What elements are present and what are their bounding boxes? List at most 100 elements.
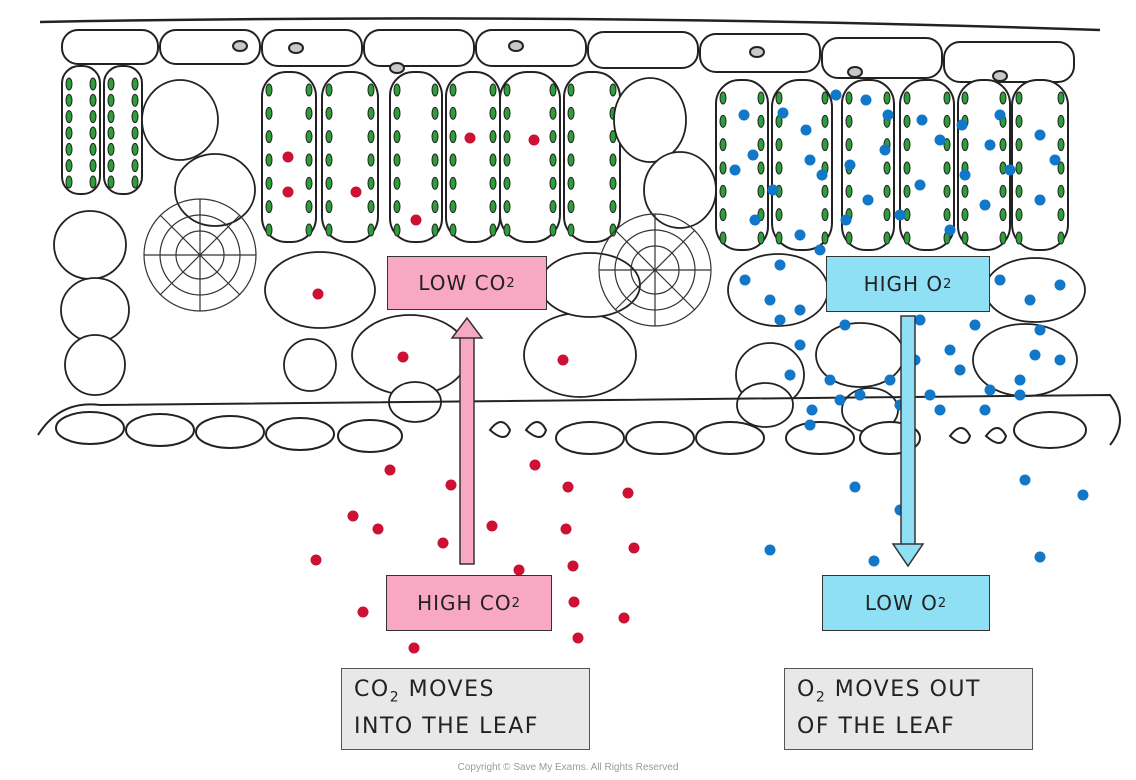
chloroplast	[265, 83, 273, 97]
chloroplast	[609, 176, 617, 190]
chloroplast	[903, 138, 911, 152]
o2-molecule	[764, 294, 776, 306]
chloroplast	[107, 77, 115, 91]
o2-molecule	[806, 404, 818, 416]
chloroplast	[367, 106, 375, 120]
chloroplast	[393, 223, 401, 237]
chloroplast	[567, 176, 575, 190]
chloroplast	[775, 138, 783, 152]
chloroplast	[1057, 184, 1065, 198]
o2-molecule	[834, 394, 846, 406]
co2-molecule	[568, 596, 580, 608]
chloroplast	[549, 223, 557, 237]
o2-molecule	[1034, 129, 1046, 141]
chloroplast	[903, 184, 911, 198]
o2-note-line1: O2 MOVES OUT	[797, 675, 1020, 712]
chloroplast	[961, 208, 969, 222]
o2-molecule	[764, 544, 776, 556]
chloroplast	[775, 208, 783, 222]
chloroplast	[367, 200, 375, 214]
chloroplast	[489, 176, 497, 190]
chloroplast	[131, 142, 139, 156]
chloroplast	[393, 176, 401, 190]
chloroplast	[1015, 91, 1023, 105]
o2-molecule	[954, 364, 966, 376]
chloroplast	[305, 106, 313, 120]
chloroplast	[265, 176, 273, 190]
co2-note-co: CO	[354, 677, 390, 702]
chloroplast	[65, 159, 73, 173]
o2-arrow	[891, 315, 925, 568]
o2-molecule	[924, 389, 936, 401]
o2-molecule	[814, 244, 826, 256]
co2-molecule	[528, 134, 540, 146]
chloroplast	[943, 91, 951, 105]
co2-molecule	[437, 537, 449, 549]
o2-molecule	[1049, 154, 1061, 166]
co2-molecule	[282, 186, 294, 198]
o2-molecule	[800, 124, 812, 136]
o2-molecule	[969, 319, 981, 331]
chloroplast	[567, 153, 575, 167]
palisade-cell	[771, 79, 833, 251]
o2-molecule	[784, 369, 796, 381]
chloroplast	[609, 153, 617, 167]
chloroplast	[775, 231, 783, 245]
o2-molecule	[1034, 551, 1046, 563]
chloroplast	[107, 142, 115, 156]
chloroplast	[845, 91, 853, 105]
o2-molecule	[794, 339, 806, 351]
chloroplast	[961, 231, 969, 245]
chloroplast	[305, 223, 313, 237]
chloroplast	[503, 200, 511, 214]
co2-molecule	[397, 351, 409, 363]
co2-molecule	[557, 354, 569, 366]
chloroplast	[489, 223, 497, 237]
chloroplast	[89, 142, 97, 156]
chloroplast	[999, 184, 1007, 198]
high-co2-text: HIGH CO	[417, 591, 512, 615]
o2-molecule	[884, 374, 896, 386]
chloroplast	[305, 176, 313, 190]
chloroplast	[549, 83, 557, 97]
chloroplast	[325, 130, 333, 144]
o2-molecule	[839, 319, 851, 331]
o2-note-moves-out: MOVES OUT	[826, 677, 981, 702]
chloroplast	[567, 223, 575, 237]
co2-molecule	[562, 481, 574, 493]
chloroplast	[265, 200, 273, 214]
o2-molecule	[956, 119, 968, 131]
o2-molecule	[984, 139, 996, 151]
chloroplast	[821, 91, 829, 105]
chloroplast	[775, 91, 783, 105]
chloroplast	[65, 175, 73, 189]
o2-molecule	[794, 229, 806, 241]
chloroplast	[757, 91, 765, 105]
chloroplast	[1057, 138, 1065, 152]
co2-molecule	[347, 510, 359, 522]
chloroplast	[265, 106, 273, 120]
o2-molecule	[1077, 489, 1089, 501]
chloroplast	[325, 153, 333, 167]
chloroplast	[757, 138, 765, 152]
co2-molecule	[618, 612, 630, 624]
o2-molecule	[994, 274, 1006, 286]
co2-molecule	[384, 464, 396, 476]
chloroplast	[757, 161, 765, 175]
chloroplast	[999, 91, 1007, 105]
chloroplast	[131, 159, 139, 173]
chloroplast	[107, 159, 115, 173]
chloroplast	[89, 93, 97, 107]
chloroplast	[89, 159, 97, 173]
chloroplast	[325, 83, 333, 97]
chloroplast	[1015, 114, 1023, 128]
chloroplast	[943, 208, 951, 222]
o2-molecule	[747, 149, 759, 161]
chloroplast	[107, 175, 115, 189]
chloroplast	[89, 77, 97, 91]
chloroplast	[305, 153, 313, 167]
chloroplast	[65, 142, 73, 156]
chloroplast	[367, 130, 375, 144]
co2-molecule	[529, 459, 541, 471]
